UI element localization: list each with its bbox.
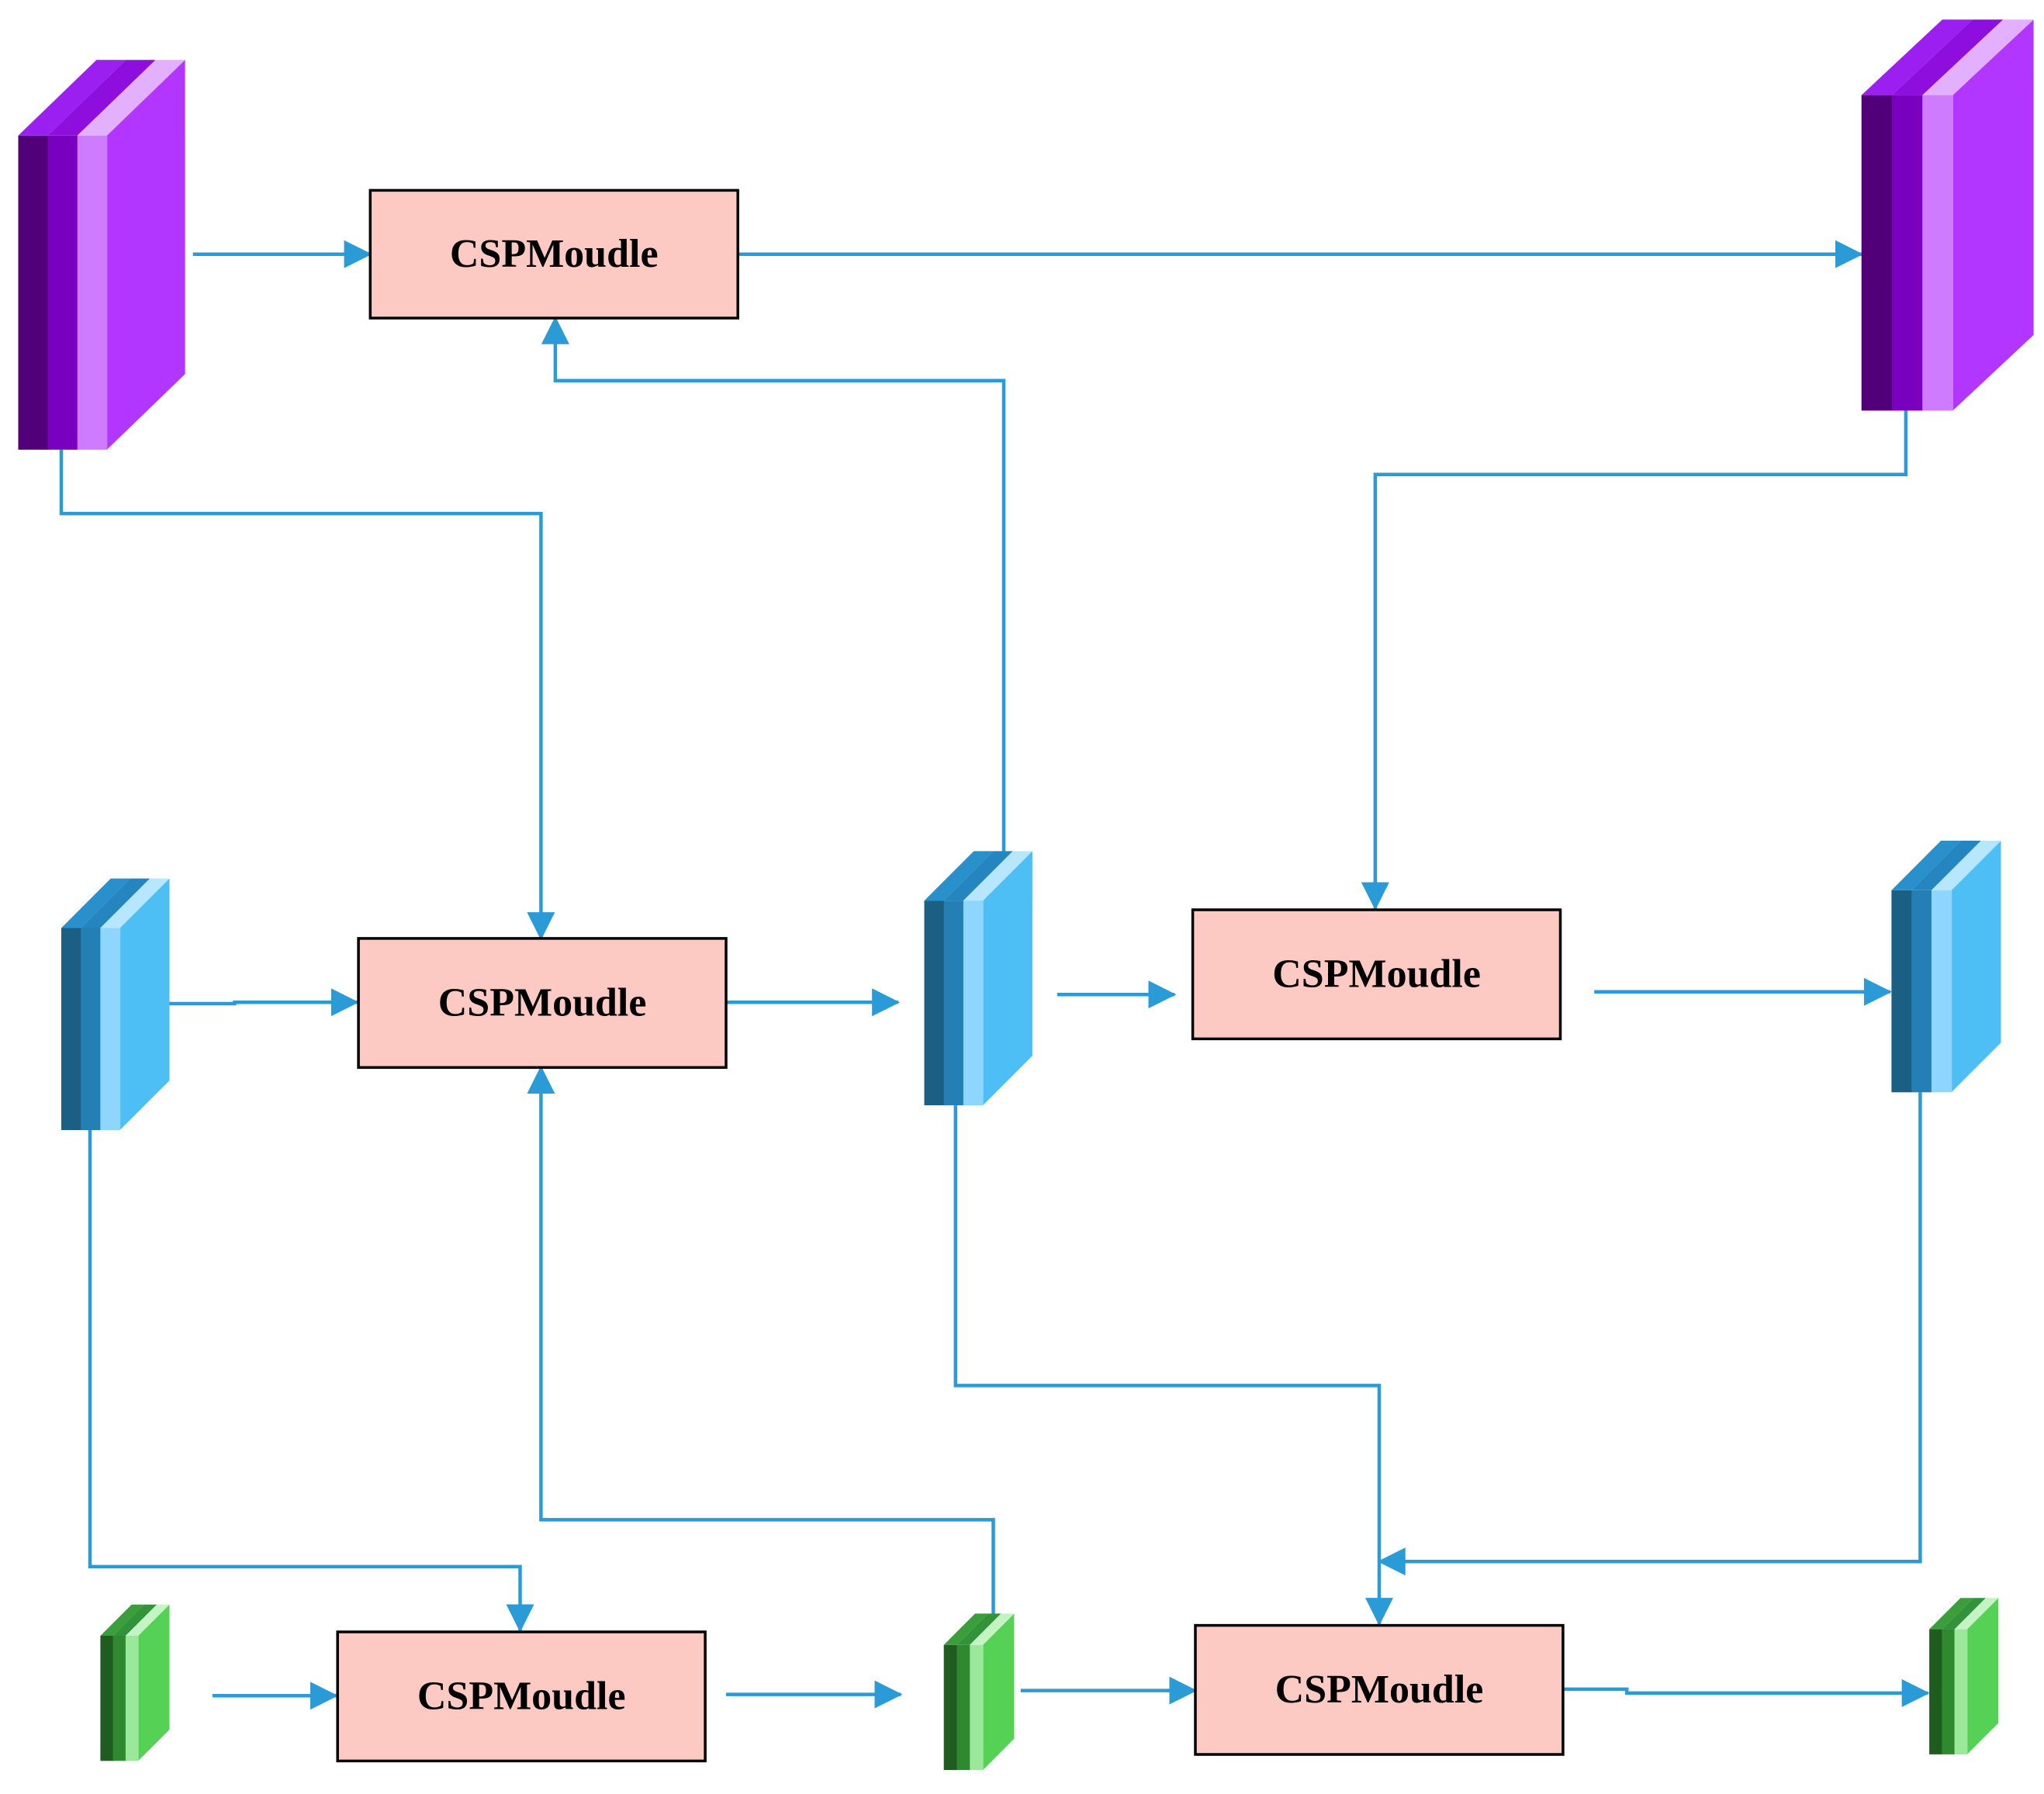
module-label: CSPMoudle	[450, 232, 659, 276]
conn-p1-down-to-mid-left-module	[59, 449, 555, 941]
csp-module-mid-left: CSPMoudle	[357, 937, 728, 1070]
module-label: CSPMoudle	[438, 981, 647, 1025]
module-box	[336, 1630, 707, 1763]
csp-module-bot-right: CSPMoudle	[1194, 1623, 1565, 1756]
feature-map-p2-output	[1891, 840, 2001, 1093]
conn-n2-down-to-bot-right-module	[953, 1105, 1393, 1626]
feature-map-p3-output	[1929, 1598, 1999, 1754]
module-box	[1191, 908, 1562, 1041]
module-label: CSPMoudle	[417, 1675, 626, 1719]
module-label: CSPMoudle	[1272, 952, 1481, 997]
conn-bot-right-module-to-p3-out	[1564, 1678, 1930, 1707]
conn-n3-up-to-mid-left-module	[527, 1066, 995, 1616]
connectors	[59, 240, 1930, 1710]
module-box	[368, 188, 739, 320]
module-box	[1194, 1623, 1565, 1756]
csp-module-bot-left: CSPMoudle	[336, 1630, 707, 1763]
csp-module-top: CSPMoudle	[368, 188, 739, 320]
feature-map-n2	[924, 851, 1032, 1106]
conn-p1-out-down-to-mid-right-module	[1361, 410, 1908, 911]
module-label: CSPMoudle	[1275, 1668, 1484, 1712]
feature-map-p2-input	[61, 878, 170, 1130]
feature-map-p1-input	[18, 60, 185, 450]
module-box	[357, 937, 728, 1070]
conn-p2-out-down-merge	[1377, 1092, 1922, 1576]
feature-map-p1-output	[1861, 19, 2034, 411]
feature-map-n3	[943, 1613, 1015, 1771]
feature-map-p3-input	[100, 1604, 170, 1761]
conn-n2-up-to-top-module	[541, 316, 1006, 854]
conn-p2-to-mid-left-module	[169, 988, 359, 1017]
csp-module-mid-right: CSPMoudle	[1191, 908, 1562, 1041]
feature-maps	[18, 19, 2034, 1771]
conn-p2-down-to-bot-left-module	[88, 1130, 534, 1633]
